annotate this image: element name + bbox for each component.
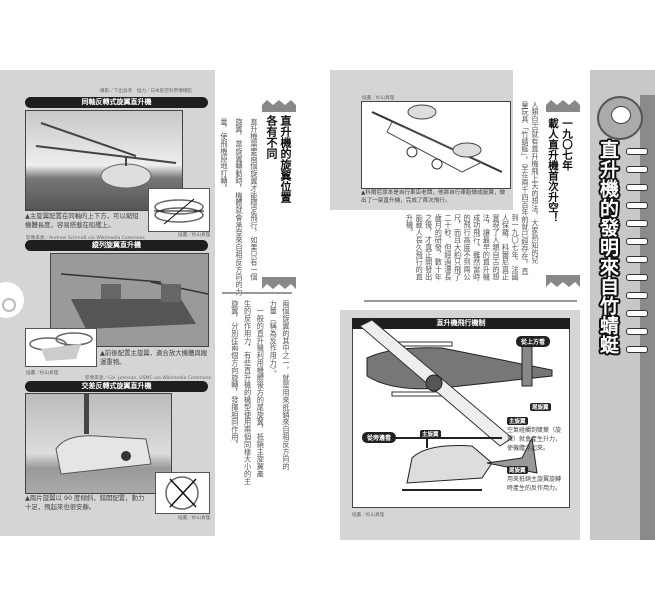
heading-line: 載人直升機首次升空！ bbox=[547, 118, 559, 223]
top-view-label: 從上方看 bbox=[516, 336, 551, 347]
wave-decoration bbox=[262, 277, 296, 289]
text-column: 升機。 bbox=[405, 214, 415, 237]
text-column: 成功飛行。雖然當時 bbox=[472, 214, 482, 281]
right-body-long: 人類自古就有直升機飛上天的想法，大家熟知的兒童玩具「竹蜻蜓」，早在兩千四百年前就… bbox=[520, 101, 540, 275]
panel-banner-tandem: 縱列旋翼直升機 bbox=[25, 240, 208, 251]
binding-ring bbox=[626, 328, 648, 335]
text-column: 法，讓最早的直升機 bbox=[482, 214, 492, 281]
text-column: 生的反作用力，有些直升機的機型使用兩個同樣大小的主 bbox=[243, 300, 253, 485]
tail-rotor-label-top: 尾旋翼 bbox=[530, 403, 551, 411]
panel-banner-intermeshing: 交差反轉式旋翼直升機 bbox=[25, 381, 208, 392]
side-view-label: 從旁邊看 bbox=[362, 432, 397, 443]
tail-rotor-description: 用來抵銷主旋翼旋轉時產生的反作用力。 bbox=[507, 476, 562, 492]
tandem-photo-credit: 影像來源／Col. Johnson, USMC via Wikimedia Co… bbox=[85, 376, 211, 381]
main-rotor-label: 主旋翼 bbox=[507, 417, 528, 425]
chapter-title: 直升機的發明來自竹蜻蜓 bbox=[597, 140, 619, 355]
main-rotor-label-side: 主旋翼 bbox=[420, 430, 441, 438]
right-heading: 一九〇七年載人直升機首次升空！ bbox=[546, 118, 574, 223]
text-column: 歲月的研發，數十年 bbox=[434, 214, 444, 281]
text-column: 旋翼，分別往兩個方向旋轉，發揮相同作用。 bbox=[230, 300, 240, 448]
text-column: 能載人長久飛行的直 bbox=[415, 214, 425, 281]
heading-line: 一九〇七年 bbox=[561, 118, 573, 171]
binding-ring bbox=[626, 202, 648, 209]
text-column: 直升機需要兩個旋翼才能穩定飛行，如果只有一個 bbox=[250, 118, 259, 281]
left-heading: 直升機的旋翼位置各有不同 bbox=[264, 115, 292, 203]
top-photo-credit: 攝影／下出良孝 協力／日本航空科學博物館 bbox=[100, 89, 192, 94]
binding-ring bbox=[626, 238, 648, 245]
text-column: 童玩具「竹蜻蜓」，早在兩千四百年前就已經存在。直 bbox=[521, 101, 530, 275]
intermeshing-illustration-credit: 插畫／杉山真理 bbox=[178, 516, 211, 521]
text-column: 的飛行高度不到兩公 bbox=[463, 214, 473, 281]
intermeshing-rotor-diagram bbox=[155, 472, 210, 514]
diagram-credit: 插畫／杉山真理 bbox=[352, 513, 385, 518]
text-column: 力量（稱為反作用力）。 bbox=[269, 300, 279, 378]
text-column: 量，使飛機原地打轉。 bbox=[220, 118, 229, 192]
binding-ring bbox=[626, 310, 648, 317]
text-column: 尺，而且大約只飛了 bbox=[453, 214, 463, 281]
text-column: 兩個旋翼的其中之一，就是用來抵銷來自相反方向的 bbox=[281, 300, 291, 471]
doraemon-character-icon bbox=[597, 96, 643, 140]
tandem-helicopter-photo bbox=[50, 253, 209, 347]
text-column: 二十秒，但經過漫長 bbox=[443, 214, 453, 281]
coaxial-photo-credit: 影像來源／Andrew Schmidt via Wikimedia Common… bbox=[26, 236, 145, 241]
binding-ring bbox=[626, 166, 648, 173]
tandem-caption: ▲前後配置主旋翼，適合放大機體與搬運重物。 bbox=[100, 349, 208, 366]
helicopter-top-view-drawing bbox=[359, 319, 553, 491]
binding-ring bbox=[626, 220, 648, 227]
illustration-credit: 插畫／杉山真理 bbox=[362, 96, 395, 101]
diagram-title-banner: 直升機飛行機制 bbox=[352, 318, 570, 329]
tandem-illustration-credit: 插畫／杉山真理 bbox=[26, 371, 59, 376]
text-column: 旋翼，當旋翼轉動時，機體就會承受來自相反方向的力 bbox=[235, 118, 244, 296]
heading-line: 各有不同 bbox=[265, 115, 278, 159]
cornu-helicopter-illustration bbox=[361, 101, 511, 189]
coaxial-caption: ▲主旋翼配置在同軸的上下方，可以縮短機體長度，容易搭載在船艦上。 bbox=[25, 212, 139, 229]
section-divider bbox=[222, 292, 292, 294]
binding-ring bbox=[626, 148, 648, 155]
binding-ring bbox=[626, 346, 648, 353]
binding-ring bbox=[626, 274, 648, 281]
wave-decoration bbox=[262, 100, 296, 112]
right-body-short: 到一九〇七年，法國人保羅．科爾尼真正實現了人類自古的想法，讓最早的直升機成功飛行… bbox=[405, 214, 521, 281]
wave-decoration bbox=[546, 275, 580, 287]
binding-ring bbox=[626, 184, 648, 191]
coaxial-rotor-diagram bbox=[148, 188, 210, 232]
heading-line: 直升機的旋翼位置 bbox=[279, 115, 292, 203]
section-divider bbox=[364, 300, 577, 302]
intermeshing-helicopter-photo bbox=[25, 393, 172, 494]
wave-decoration bbox=[546, 100, 580, 112]
panel-banner-coaxial: 同軸反轉式旋翼直升機 bbox=[25, 97, 208, 108]
chapter-tab-strip bbox=[640, 95, 655, 540]
text-column: 之後，才真正開發出 bbox=[424, 214, 434, 281]
text-column: 到一九〇七年，法國 bbox=[511, 214, 521, 281]
intermeshing-caption: ▲兩片旋翼以 90 度傾斜，錯開配置，動力十足，飛起來也很安靜。 bbox=[25, 494, 145, 511]
left-body-rotor: 兩個旋翼的其中之一，就是用來抵銷來自相反方向的力量（稱為反作用力）。 一般的直升… bbox=[228, 300, 292, 485]
left-body-intro: 直升機需要兩個旋翼才能穩定飛行，如果只有一個旋翼，當旋翼轉動時，機體就會承受來自… bbox=[217, 118, 262, 296]
binding-ring bbox=[626, 256, 648, 263]
coaxial-illustration-credit: 插畫／杉山真理 bbox=[178, 233, 211, 238]
text-column: 人保羅．科爾尼真正 bbox=[501, 214, 511, 281]
main-rotor-description: 空氣碰觸到槳葉（旋翼）就會產生升力，使機體浮起來。 bbox=[507, 427, 562, 452]
text-column: 人類自古就有直升機飛上天的想法，大家熟知的兒 bbox=[531, 101, 540, 264]
tandem-rotor-diagram bbox=[25, 328, 97, 367]
text-column: 實現了人類自古的想 bbox=[491, 214, 501, 281]
binding-ring bbox=[626, 292, 648, 299]
text-column: 一般的直升機利用機體後方的尾旋翼，抵銷主旋翼產 bbox=[256, 300, 266, 478]
illustration-caption: ▲科爾尼原本是自行車店老闆，他將自行車胎做成旋翼，做出了一架直升機，完成了首次飛… bbox=[361, 190, 506, 204]
tail-rotor-label: 尾旋翼 bbox=[507, 466, 528, 474]
